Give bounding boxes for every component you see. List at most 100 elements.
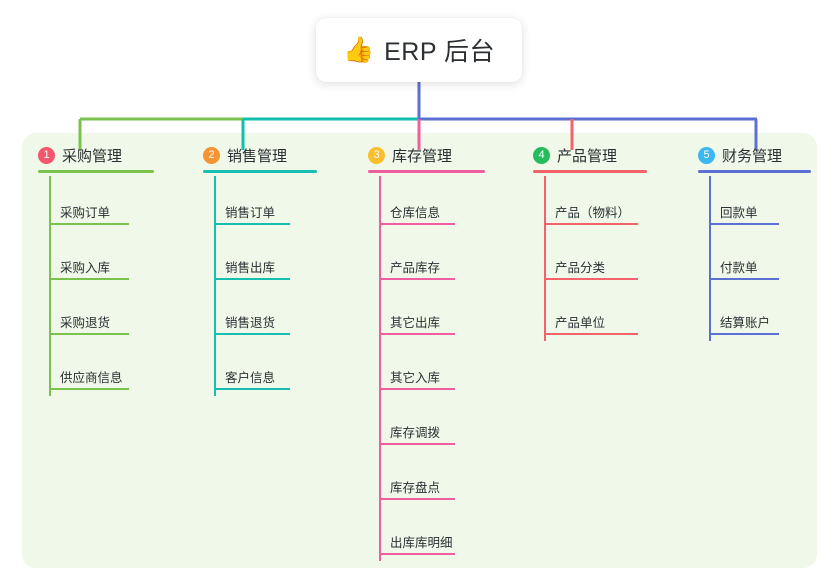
list-item-label: 销售退货 [225, 316, 276, 330]
column-stem-line [379, 176, 381, 561]
list-item[interactable]: 付款单 [690, 231, 808, 286]
column-items-list: 回款单付款单结算账户 [690, 176, 808, 341]
column-库存管理: 3 库存管理仓库信息产品库存其它出库其它入库库存调拨库存盘点出库库明细 [360, 140, 485, 561]
list-item-rule [709, 278, 779, 280]
column-header-label: 财务管理 [722, 147, 783, 165]
list-item[interactable]: 产品分类 [525, 231, 643, 286]
list-item-rule [379, 223, 455, 225]
list-item-rule [544, 333, 638, 335]
column-stem-line [709, 176, 711, 341]
column-财务管理: 5 财务管理回款单付款单结算账户 [690, 140, 811, 341]
list-item-rule [214, 333, 290, 335]
list-item-label: 销售订单 [225, 206, 276, 220]
column-采购管理: 1 采购管理采购订单采购入库采购退货供应商信息 [30, 140, 154, 396]
list-item-label: 库存调拨 [390, 426, 441, 440]
list-item[interactable]: 销售退货 [195, 286, 313, 341]
column-items-list: 仓库信息产品库存其它出库其它入库库存调拨库存盘点出库库明细 [360, 176, 478, 561]
column-header-库存管理[interactable]: 3 库存管理 [360, 140, 485, 173]
column-stem-line [49, 176, 51, 396]
column-stem-line [214, 176, 216, 396]
list-item-rule [379, 498, 455, 500]
list-item-label: 产品单位 [555, 316, 606, 330]
column-number-badge: 3 [368, 146, 385, 164]
column-header-label: 库存管理 [392, 147, 453, 165]
column-header-rule [533, 170, 647, 173]
list-item-rule [379, 388, 455, 390]
list-item[interactable]: 出库库明细 [360, 506, 478, 561]
list-item-label: 采购订单 [60, 206, 111, 220]
list-item-rule [544, 278, 638, 280]
list-item[interactable]: 销售出库 [195, 231, 313, 286]
column-header-rule [368, 170, 485, 173]
list-item[interactable]: 供应商信息 [30, 341, 148, 396]
list-item-label: 其它入库 [390, 371, 441, 385]
column-header-label: 销售管理 [227, 147, 288, 165]
column-header-rule [203, 170, 317, 173]
list-item-label: 供应商信息 [60, 371, 123, 385]
list-item[interactable]: 客户信息 [195, 341, 313, 396]
list-item-label: 仓库信息 [390, 206, 441, 220]
column-number-badge: 1 [38, 146, 55, 164]
list-item[interactable]: 产品（物料） [525, 176, 643, 231]
list-item-rule [214, 388, 290, 390]
column-header-rule [38, 170, 154, 173]
list-item-label: 采购退货 [60, 316, 111, 330]
column-header-产品管理[interactable]: 4 产品管理 [525, 140, 647, 173]
column-stem-line [544, 176, 546, 341]
list-item[interactable]: 结算账户 [690, 286, 808, 341]
list-item[interactable]: 销售订单 [195, 176, 313, 231]
list-item-label: 结算账户 [720, 316, 771, 330]
list-item-label: 付款单 [720, 261, 758, 275]
column-items-list: 销售订单销售出库销售退货客户信息 [195, 176, 313, 396]
thumbs-up-icon: 👍 [342, 35, 375, 64]
column-header-rule [698, 170, 811, 173]
list-item[interactable]: 库存盘点 [360, 451, 478, 506]
list-item[interactable]: 产品单位 [525, 286, 643, 341]
column-header-销售管理[interactable]: 2 销售管理 [195, 140, 317, 173]
list-item-rule [379, 333, 455, 335]
column-产品管理: 4 产品管理产品（物料） 产品分类产品单位 [525, 140, 647, 341]
column-items-list: 产品（物料） 产品分类产品单位 [525, 176, 643, 341]
list-item-rule [379, 278, 455, 280]
column-header-label: 采购管理 [62, 147, 123, 165]
column-header-采购管理[interactable]: 1 采购管理 [30, 140, 154, 173]
list-item[interactable]: 其它入库 [360, 341, 478, 396]
list-item-rule [544, 223, 638, 225]
column-销售管理: 2 销售管理销售订单销售出库销售退货客户信息 [195, 140, 317, 396]
list-item-label: 产品（物料） [555, 206, 631, 220]
list-item-label: 销售出库 [225, 261, 276, 275]
list-item-label: 产品库存 [390, 261, 441, 275]
list-item-label: 客户信息 [225, 371, 276, 385]
list-item[interactable]: 产品库存 [360, 231, 478, 286]
list-item-rule [214, 278, 290, 280]
column-header-财务管理[interactable]: 5 财务管理 [690, 140, 811, 173]
list-item-rule [379, 443, 455, 445]
list-item-rule [214, 223, 290, 225]
column-number-badge: 5 [698, 146, 715, 164]
list-item[interactable]: 回款单 [690, 176, 808, 231]
column-header-label: 产品管理 [557, 147, 618, 165]
list-item[interactable]: 仓库信息 [360, 176, 478, 231]
diagram-background-panel [22, 133, 817, 568]
root-node-title: ERP 后台 [384, 38, 496, 66]
column-number-badge: 4 [533, 146, 550, 164]
column-number-badge: 2 [203, 146, 220, 164]
list-item[interactable]: 其它出库 [360, 286, 478, 341]
list-item-label: 回款单 [720, 206, 758, 220]
list-item-label: 产品分类 [555, 261, 606, 275]
list-item-label: 其它出库 [390, 316, 441, 330]
list-item-rule [49, 388, 129, 390]
list-item-rule [709, 333, 779, 335]
list-item-rule [49, 278, 129, 280]
list-item-rule [49, 223, 129, 225]
list-item[interactable]: 库存调拨 [360, 396, 478, 451]
list-item-rule [49, 333, 129, 335]
list-item-rule [709, 223, 779, 225]
list-item[interactable]: 采购入库 [30, 231, 148, 286]
list-item-rule [379, 553, 455, 555]
list-item-label: 采购入库 [60, 261, 111, 275]
list-item[interactable]: 采购退货 [30, 286, 148, 341]
list-item[interactable]: 采购订单 [30, 176, 148, 231]
root-node-erp-backend[interactable]: 👍 ERP 后台 [316, 18, 522, 82]
